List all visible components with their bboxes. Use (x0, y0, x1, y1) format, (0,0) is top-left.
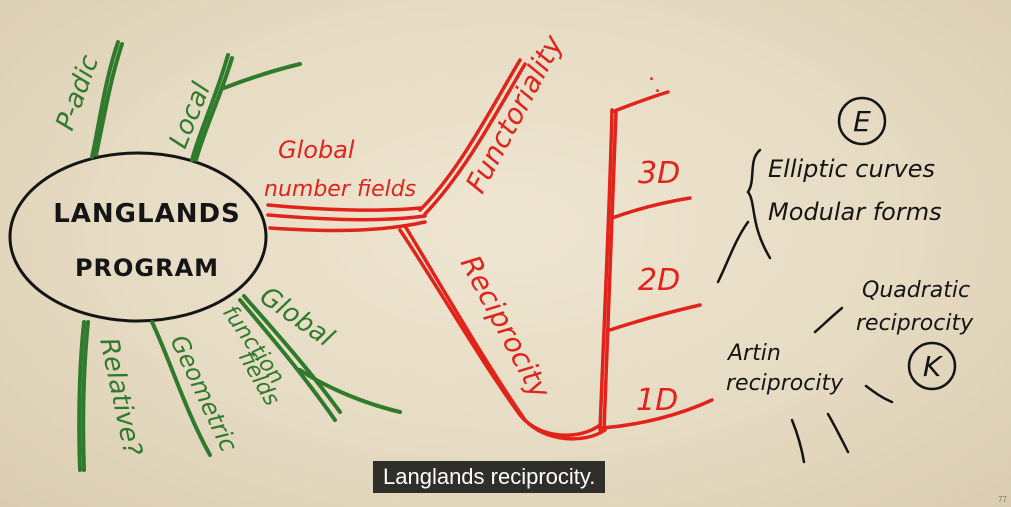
label-elliptic-curves: Elliptic curves (768, 155, 935, 183)
tick-1 (790, 418, 806, 464)
branch-reciprocity-2 (403, 224, 607, 441)
label-geometric: Geometric (165, 331, 243, 456)
label-global-number-fields-1: Global (278, 136, 355, 164)
label-global-number-fields-2: number fields (264, 177, 416, 202)
branch-global-ff (238, 298, 337, 422)
level-3d (610, 196, 692, 220)
branch-reciprocity (398, 228, 602, 437)
label-functoriality: Functoriality (459, 29, 570, 198)
red-dots-2: . (654, 73, 661, 98)
label-quadratic-reciprocity: reciprocity (856, 311, 974, 336)
branch-functoriality-2 (423, 62, 527, 216)
label-relative: Relative? (93, 335, 147, 459)
branch-local-fork (222, 62, 302, 90)
reciprocity-trunk-2 (602, 110, 618, 432)
branch-gnf-2 (266, 213, 427, 222)
branch-relative-2 (81, 320, 90, 472)
artin-dash (864, 384, 894, 404)
branch-p-adic (90, 40, 120, 159)
center-ellipse (8, 151, 268, 323)
branch-gnf-3 (268, 220, 427, 233)
caption-subtitle: Langlands reciprocity. (373, 461, 606, 493)
level-2d (608, 303, 702, 332)
branch-global-number-fields (266, 203, 422, 212)
label-artin: Artin (726, 341, 781, 366)
curly-brace (746, 148, 772, 260)
branch-geometric (150, 320, 212, 457)
quadratic-connector (813, 306, 844, 334)
label-3d: 3D (638, 156, 680, 191)
branch-local-2 (194, 56, 234, 162)
label-quadratic: Quadratic (862, 278, 970, 303)
branch-relative (77, 320, 86, 472)
corner-label: 77 (998, 495, 1007, 504)
center-label-line2: PROGRAM (75, 254, 219, 282)
reciprocity-trunk (598, 108, 614, 432)
label-reciprocity: Reciprocity (454, 250, 557, 404)
e-circle (837, 96, 887, 146)
branch-functoriality (418, 58, 522, 212)
level-top (610, 90, 670, 114)
branch-global-ff-2 (242, 294, 342, 414)
branch-p-adic-2 (94, 42, 124, 157)
label-e: E (853, 105, 871, 138)
red-dots: . (648, 61, 655, 86)
label-2d: 2D (638, 263, 680, 298)
label-1d: 1D (636, 383, 678, 418)
k-circle (907, 341, 957, 391)
label-k: K (923, 350, 944, 383)
label-artin-reciprocity: reciprocity (726, 371, 844, 396)
branch-local (190, 53, 230, 162)
level-1d (600, 398, 714, 430)
center-label-line1: LANGLANDS (53, 199, 241, 229)
branch-global-ff-fork (298, 368, 402, 414)
label-modular-forms: Modular forms (768, 198, 942, 226)
tick-2 (826, 412, 850, 454)
brace-connector (716, 220, 750, 284)
